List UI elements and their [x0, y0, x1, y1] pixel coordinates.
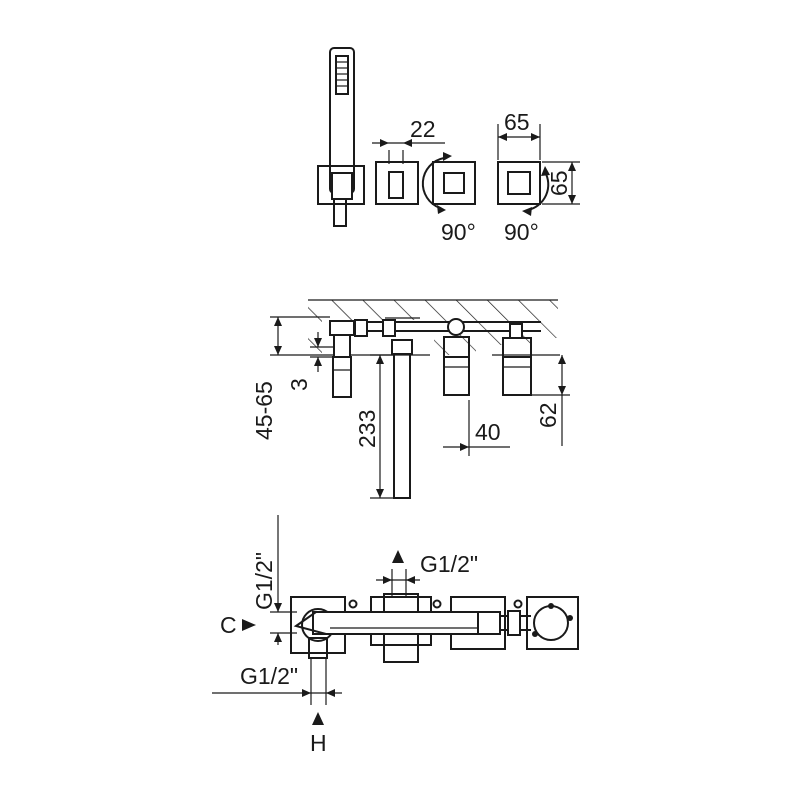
dim-65-height-label: 65 [546, 170, 572, 196]
control-handle-left: 90° [421, 152, 476, 245]
body-far-right-block [526, 596, 579, 650]
handle-right-side [502, 323, 532, 396]
dim-3-label: 3 [286, 378, 312, 391]
hand-shower [317, 47, 365, 227]
dim-45-65-label: 45-65 [251, 381, 277, 440]
body-view: G1/2" C G1/2" G1/2" H [212, 515, 579, 756]
arrow-c [242, 619, 256, 631]
control-handle-right: 90° 65 65 [497, 109, 580, 245]
rotation-left-label: 90° [441, 219, 476, 245]
dim-g12-bottom-label: G1/2" [240, 663, 298, 689]
dim-233-label: 233 [354, 410, 380, 448]
spout [385, 317, 420, 499]
dim-g12-top-label: G1/2" [420, 551, 478, 577]
rotation-right-label: 90° [504, 219, 539, 245]
shower-outlet-connector [329, 319, 396, 398]
diverter-plate: 22 [372, 116, 445, 205]
arrow-h [312, 712, 324, 725]
dim-22-label: 22 [410, 116, 436, 142]
dim-40-label: 40 [475, 419, 501, 445]
label-h: H [310, 730, 327, 756]
dim-g12-vertical-label: G1/2" [251, 552, 277, 610]
top-view: 22 90° 90° 65 [317, 47, 580, 245]
arrow-top [392, 550, 404, 563]
dim-62-label: 62 [535, 402, 561, 428]
handle-left-side [443, 318, 470, 396]
label-c: C [220, 612, 237, 638]
section-view: 45-65 3 233 40 62 [251, 299, 570, 499]
dim-65-width-label: 65 [504, 109, 530, 135]
